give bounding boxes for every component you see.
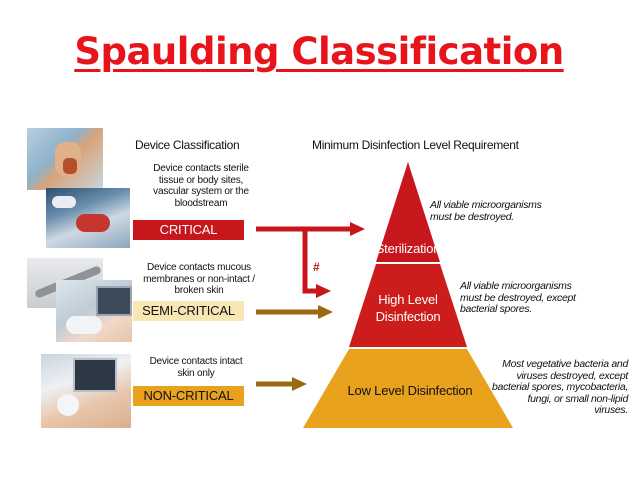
sterilization-note: All viable microorganisms must be destro… [430, 199, 542, 223]
critical-description: Device contacts sterile tissue or body s… [153, 163, 249, 209]
high-level-label: High Level Disinfection [375, 292, 441, 324]
footnote-symbol: # [313, 260, 320, 274]
minimum-level-header: Minimum Disinfection Level Requirement [312, 138, 519, 152]
ultrasound-probe-photo [56, 280, 132, 342]
page-title: Spaulding Classification [74, 30, 564, 73]
device-classification-header: Device Classification [135, 138, 240, 152]
critical-arrow-head [350, 222, 365, 236]
critical-branch-arrow [302, 229, 316, 294]
critical-box: CRITICAL [133, 220, 244, 240]
semi-critical-description: Device contacts mucous membranes or non-… [143, 262, 255, 296]
low-level-label: Low Level Disinfection [347, 383, 473, 398]
non-critical-description: Device contacts intact skin only [149, 356, 243, 379]
non-critical-arrow-head [292, 377, 307, 391]
stethoscope-photo [41, 354, 131, 428]
semi-critical-box: SEMI-CRITICAL [133, 301, 244, 321]
high-level-note: All viable microorganisms must be destro… [460, 280, 576, 315]
high-level-tier [349, 264, 467, 347]
semi-critical-arrow-head [318, 305, 333, 319]
surgery-photo-2 [46, 188, 130, 248]
low-level-note: Most vegetative bacteria and viruses des… [492, 358, 629, 416]
non-critical-box: NON-CRITICAL [133, 386, 244, 406]
surgery-photo-1 [27, 128, 103, 190]
sterilization-tier [376, 162, 440, 262]
critical-branch-arrow-head [316, 284, 331, 298]
low-level-tier [303, 349, 513, 428]
sterilization-label: Sterilization [375, 241, 441, 256]
